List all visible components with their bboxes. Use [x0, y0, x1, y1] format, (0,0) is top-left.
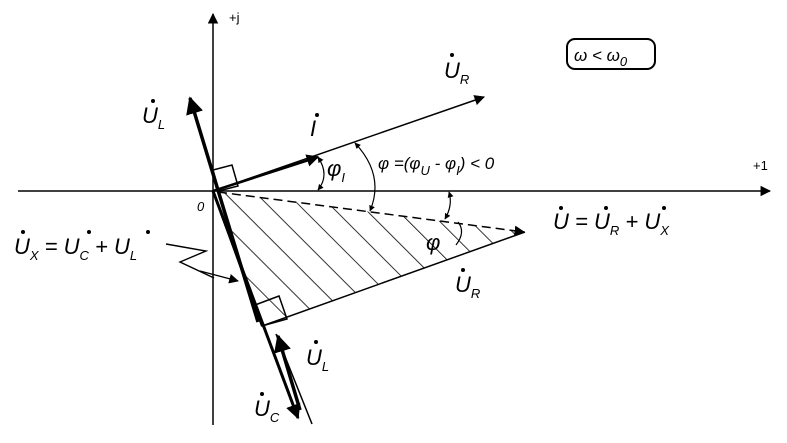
real-axis-label: +1 — [753, 158, 768, 173]
phi-formula: φ =(φU - φI) < 0 — [378, 154, 495, 178]
svg-text:UL: UL — [306, 345, 329, 374]
ux-definition-equation: UX = UC + UL — [14, 230, 150, 263]
svg-text:UR: UR — [444, 58, 469, 87]
svg-text:UC: UC — [254, 396, 280, 425]
svg-text:I: I — [310, 116, 316, 141]
hatched-triangle — [218, 192, 525, 326]
svg-text:UL: UL — [142, 103, 165, 132]
current-label: I — [310, 113, 319, 141]
phi-i-arc — [317, 156, 325, 191]
ur-label: UR — [444, 53, 469, 87]
phi-lower-arc — [444, 191, 454, 220]
svg-text:U = UR + UX: U = UR + UX — [553, 209, 670, 238]
ux-zigzag-pointer — [165, 243, 215, 279]
ul-bottom-label: UL — [306, 340, 329, 374]
phi-small-arc — [455, 221, 463, 246]
u-total-equation: U = UR + UX — [553, 206, 670, 238]
imag-axis-label: +j — [229, 10, 240, 25]
phi-i-label: φI — [327, 156, 345, 185]
phi-arc — [354, 142, 376, 212]
u-dashed-line — [217, 191, 526, 236]
origin-label: 0 — [197, 199, 205, 214]
phi-lower-label: φ — [426, 230, 440, 255]
ux-pointer-arrow — [199, 270, 239, 284]
svg-text:UR: UR — [455, 272, 480, 301]
ur-lower-side — [261, 231, 526, 327]
ul-top-label: UL — [142, 99, 165, 132]
current-vector — [212, 154, 320, 193]
svg-text:UX = UC + UL: UX = UC + UL — [14, 234, 137, 263]
condition-box — [566, 38, 656, 70]
uc-vector — [211, 190, 301, 420]
ul-bottom-vector — [274, 334, 302, 411]
ur-lower-label: UR — [455, 268, 480, 301]
condition-text: ω < ω0 — [574, 46, 628, 69]
uc-label: UC — [254, 392, 280, 425]
